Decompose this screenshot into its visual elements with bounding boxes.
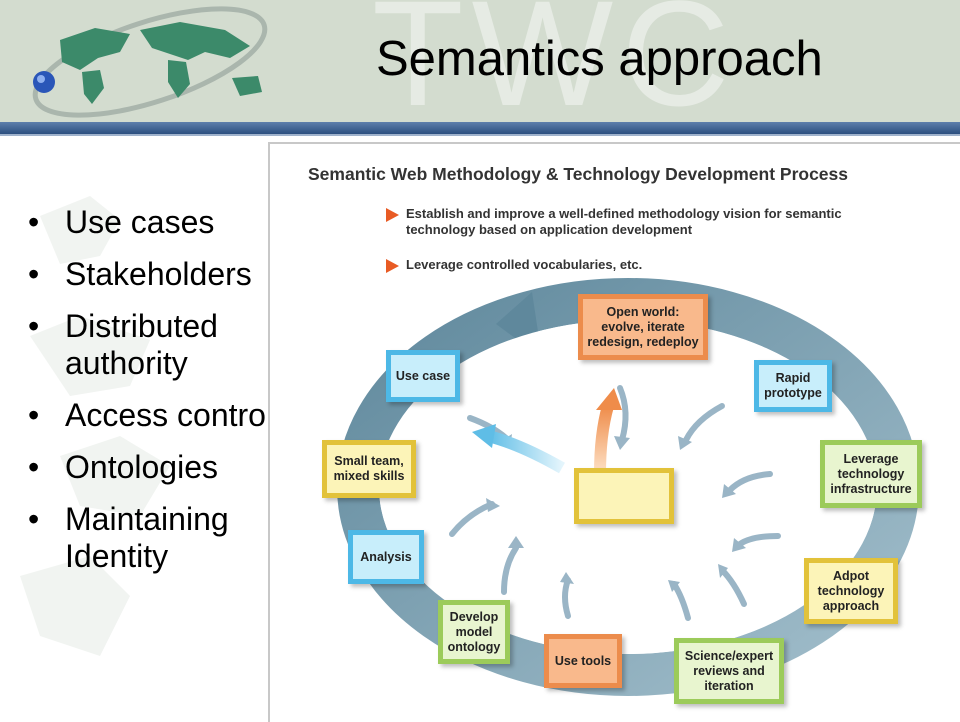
diagram-title: Semantic Web Methodology & Technology De… xyxy=(308,164,849,184)
diagram-point: Leverage controlled vocabularies, etc. xyxy=(386,257,643,273)
bullet-item: Ontologies xyxy=(28,449,273,486)
bullet-list: Use cases Stakeholders Distributed autho… xyxy=(28,204,273,590)
step-evaluation xyxy=(574,468,674,524)
bullet-item: Distributed authority xyxy=(28,308,245,382)
header-band xyxy=(0,122,960,134)
step-leverage-infrastructure: Leverage technology infrastructure xyxy=(820,440,922,508)
step-rapid-prototype: Rapid prototype xyxy=(754,360,832,412)
watermark-text: TWC xyxy=(372,0,738,122)
step-use-case: Use case xyxy=(386,350,460,402)
orange-arrow xyxy=(594,404,614,475)
diagram-point-text: Establish and improve a well-defined met… xyxy=(406,206,842,237)
step-use-tools: Use tools xyxy=(544,634,622,688)
step-open-world: Open world: evolve, iterate redesign, re… xyxy=(578,294,708,360)
diagram-point-text: Leverage controlled vocabularies, etc. xyxy=(406,257,643,272)
bullet-item: Use cases xyxy=(28,204,273,241)
blue-arrow xyxy=(486,430,565,474)
bullet-item: Stakeholders xyxy=(28,256,273,293)
step-develop-ontology: Develop model ontology xyxy=(438,600,510,664)
triangle-bullet-icon xyxy=(386,208,399,222)
step-science-review: Science/expert reviews and iteration xyxy=(674,638,784,704)
triangle-bullet-icon xyxy=(386,259,399,273)
globe-logo-icon xyxy=(32,6,268,118)
step-analysis: Analysis xyxy=(348,530,424,584)
bullet-item: Access control xyxy=(28,397,273,434)
bullet-item: Maintaining Identity xyxy=(28,501,245,575)
process-diagram: Semantic Web Methodology & Technology De… xyxy=(268,142,960,722)
slide-header: TWC Semantics approach xyxy=(0,0,960,122)
step-small-team: Small team, mixed skills xyxy=(322,440,416,498)
diagram-point: Establish and improve a well-defined met… xyxy=(386,206,846,238)
slide-title: Semantics approach xyxy=(376,32,823,86)
header-band-highlight xyxy=(0,134,960,136)
step-adopt-approach: Adpot technology approach xyxy=(804,558,898,624)
